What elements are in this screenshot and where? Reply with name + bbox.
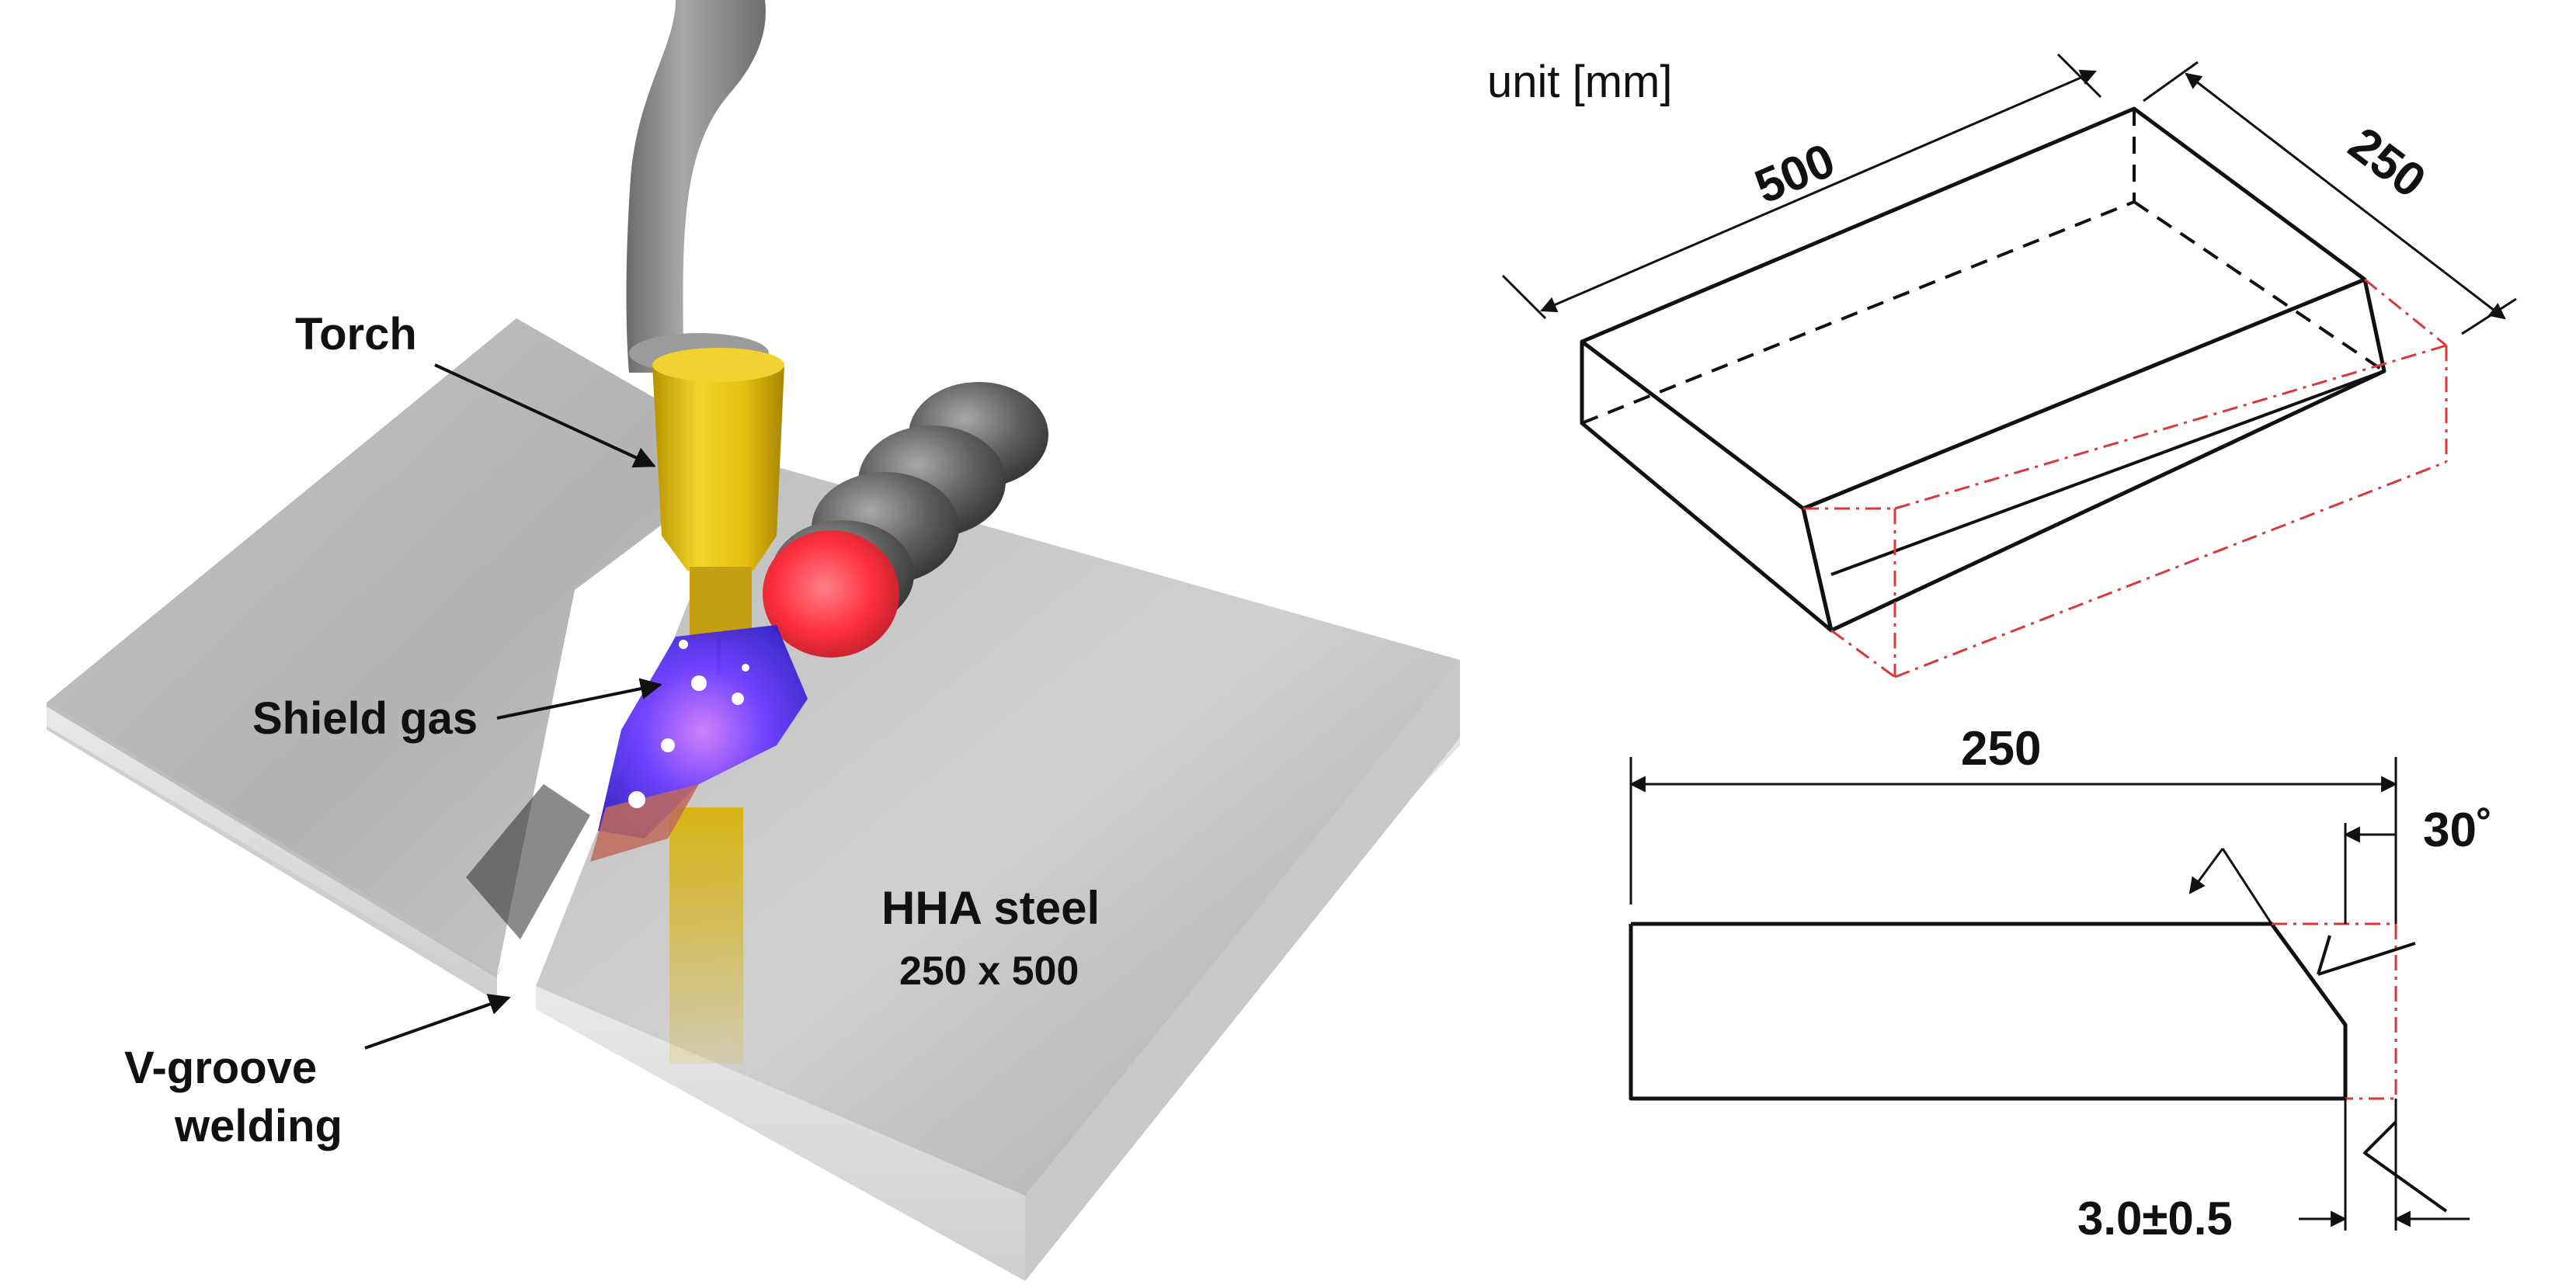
label-shield-gas: Shield gas — [252, 678, 662, 744]
label-torch: Torch — [295, 309, 656, 468]
torch-hose — [626, 0, 766, 373]
dimension-250-iso-label: 250 — [2339, 117, 2435, 208]
cross-section-view: 250 30˚ 3.0±0.5 — [1629, 722, 2493, 1245]
v-groove-label-line1: V-groove — [124, 1043, 317, 1093]
molten-pool — [763, 530, 899, 658]
isometric-plate-view — [1580, 106, 2387, 633]
dimension-500-label: 500 — [1747, 134, 1842, 214]
plate-name-label: HHA steel — [881, 882, 1100, 934]
hidden-edges — [1581, 109, 2386, 425]
label-plate: HHA steel 250 x 500 — [881, 882, 1100, 994]
shield-gas-plasma — [590, 625, 808, 862]
v-groove-channel — [466, 784, 590, 939]
v-groove-label-line2: welding — [174, 1101, 342, 1151]
bevel-angle-label: 30˚ — [2423, 804, 2493, 857]
right-plate — [497, 454, 1460, 1281]
label-v-groove: V-groove welding — [124, 994, 511, 1151]
plate-size-label: 250 x 500 — [899, 949, 1079, 994]
weld-bead — [763, 382, 1048, 658]
dimension-250-section-label: 250 — [1961, 722, 2041, 776]
bevel-reference-iso — [1803, 278, 2448, 679]
torch-reflection — [669, 807, 743, 1064]
shield-gas-label: Shield gas — [252, 693, 478, 744]
welding-illustration: Torch Shield gas V-groove welding HHA st… — [47, 0, 1460, 1281]
torch-label: Torch — [295, 309, 417, 359]
technical-drawing: unit [mm] — [1487, 53, 2517, 1245]
unit-label: unit [mm] — [1487, 57, 1673, 107]
torch-nozzle — [652, 348, 784, 675]
root-gap-label: 3.0±0.5 — [2077, 1193, 2233, 1245]
